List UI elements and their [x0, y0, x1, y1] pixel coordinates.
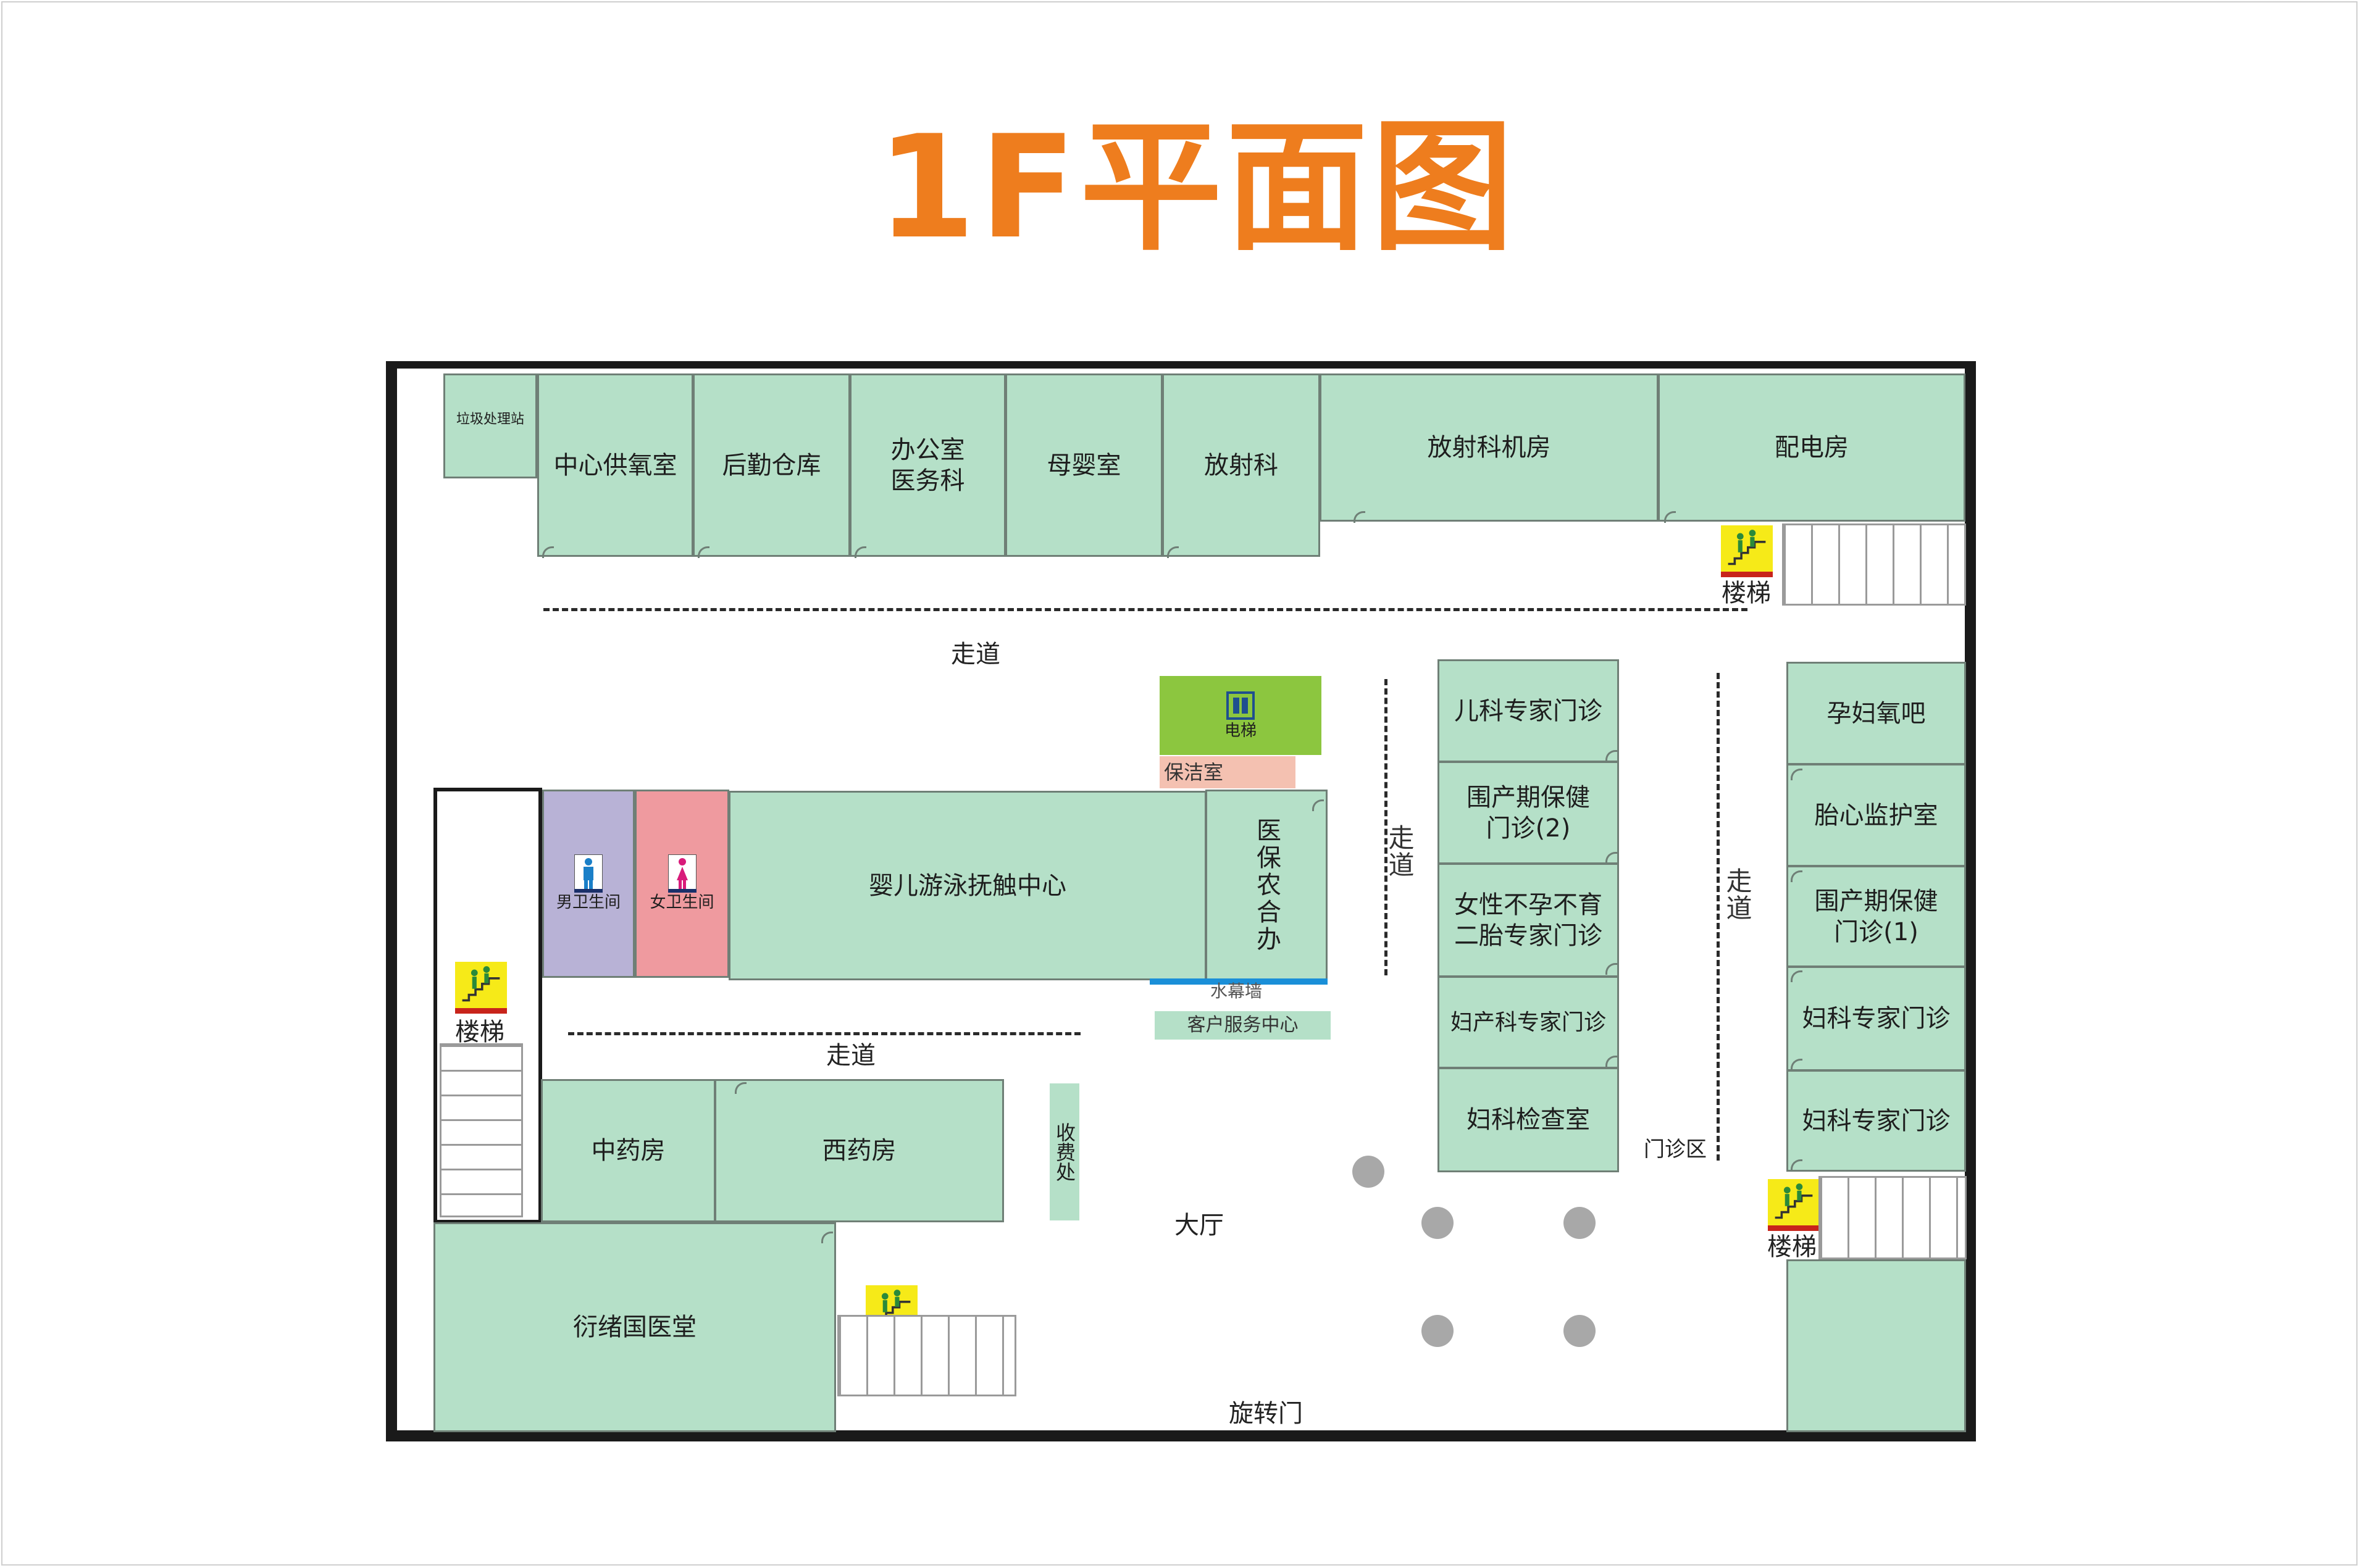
revolving-door-label[interactable]: 旋转门: [1229, 1399, 1303, 1428]
room-logistics-warehouse[interactable]: 后勤仓库: [693, 373, 850, 557]
room-power-distribution[interactable]: 配电房: [1658, 373, 1965, 522]
male-toilet-icon: [574, 854, 603, 893]
corridor-label: 走道: [826, 1041, 876, 1070]
room-gyn-exam[interactable]: 妇科检查室: [1437, 1067, 1619, 1172]
pillar: [1352, 1156, 1384, 1188]
clinic-area-label: 门诊区: [1644, 1137, 1707, 1162]
staircase[interactable]: [440, 1043, 523, 1217]
door: [1605, 852, 1617, 864]
room-infertility-clinic[interactable]: 女性不孕不育 二胎专家门诊: [1437, 863, 1619, 977]
door: [1605, 963, 1617, 975]
page-title: 1F平面图: [877, 106, 1518, 270]
elevator-icon: [1226, 691, 1255, 720]
door: [1312, 799, 1324, 811]
lobby-label: 大厅: [1174, 1211, 1224, 1240]
pillar: [1421, 1315, 1454, 1347]
door: [1791, 769, 1802, 780]
door: [1791, 970, 1802, 982]
room-oxygen-supply[interactable]: 中心供氧室: [537, 373, 693, 557]
room-bottom-right: [1786, 1259, 1966, 1432]
room-radiology-machine[interactable]: 放射科机房: [1320, 373, 1659, 522]
pillar: [1563, 1207, 1596, 1239]
room-pediatric-clinic[interactable]: 儿科专家门诊: [1437, 659, 1619, 762]
door: [1791, 1059, 1802, 1070]
staircase[interactable]: [1782, 523, 1966, 606]
room-office-medical[interactable]: 办公室 医务科: [850, 373, 1006, 557]
water-wall: [1150, 978, 1328, 985]
door: [1605, 1056, 1617, 1067]
door: [821, 1232, 833, 1243]
door: [542, 546, 554, 558]
pillar: [1563, 1315, 1596, 1347]
door: [1791, 1159, 1802, 1171]
door: [698, 546, 709, 558]
female-toilet-icon: [667, 854, 697, 893]
room-chinese-pharmacy[interactable]: 中药房: [541, 1079, 716, 1222]
corridor-line: [543, 608, 1747, 611]
room-perinatal-clinic-1[interactable]: 围产期保健 门诊(1): [1786, 865, 1966, 967]
room-cleaning[interactable]: 保洁室: [1160, 756, 1295, 788]
room-maternal[interactable]: 母婴室: [1005, 373, 1163, 557]
stairs-label: 楼梯: [1722, 579, 1771, 607]
corridor-label: 走道: [951, 640, 1000, 669]
stairs-icon: [455, 962, 507, 1014]
room-tcm-hall[interactable]: 衍绪国医堂: [433, 1222, 836, 1432]
door: [735, 1082, 747, 1094]
pillar: [1421, 1207, 1454, 1239]
stairs-label: 楼梯: [455, 1018, 504, 1046]
room-pregnant-oxygen-bar[interactable]: 孕妇氧吧: [1786, 662, 1966, 765]
corridor-line: [1717, 673, 1720, 1161]
door: [1791, 870, 1802, 882]
stairs-label: 楼梯: [1767, 1233, 1817, 1261]
corridor-line: [568, 1032, 1081, 1035]
door: [855, 546, 866, 558]
door: [1167, 546, 1179, 558]
stairs-icon: [1768, 1179, 1820, 1231]
room-elevator[interactable]: 电梯: [1160, 676, 1321, 755]
room-obgyn-expert-clinic[interactable]: 妇产科专家门诊: [1437, 976, 1619, 1069]
room-fetal-monitoring[interactable]: 胎心监护室: [1786, 764, 1966, 867]
room-insurance-office[interactable]: 医保农合办: [1205, 790, 1328, 980]
room-perinatal-clinic-2[interactable]: 围产期保健 门诊(2): [1437, 761, 1619, 864]
room-men-wc[interactable]: 男卫生间: [542, 790, 635, 978]
room-garbage-station[interactable]: 垃圾处理站: [443, 373, 537, 478]
room-gyn-expert-clinic-2[interactable]: 妇科专家门诊: [1786, 1070, 1966, 1172]
room-customer-service[interactable]: 客户服务中心: [1155, 1011, 1331, 1040]
door: [1354, 511, 1365, 523]
door: [1605, 750, 1617, 762]
room-radiology[interactable]: 放射科: [1162, 373, 1320, 557]
room-gyn-expert-clinic-1[interactable]: 妇科专家门诊: [1786, 966, 1966, 1071]
stairs-icon: [1721, 525, 1773, 577]
room-cashier[interactable]: 收费处: [1050, 1083, 1079, 1220]
room-infant-swim-center[interactable]: 婴儿游泳抚触中心: [729, 791, 1207, 980]
corridor-line: [1384, 679, 1387, 975]
room-women-wc[interactable]: 女卫生间: [635, 790, 729, 978]
staircase[interactable]: [837, 1315, 1016, 1396]
corridor-label: 走道: [1722, 867, 1752, 922]
room-western-pharmacy[interactable]: 西药房: [714, 1079, 1004, 1222]
corridor-label: 走道: [1384, 824, 1415, 878]
water-wall-label: 水幕墙: [1210, 981, 1263, 1001]
door: [1664, 511, 1676, 523]
staircase[interactable]: [1818, 1176, 1967, 1259]
